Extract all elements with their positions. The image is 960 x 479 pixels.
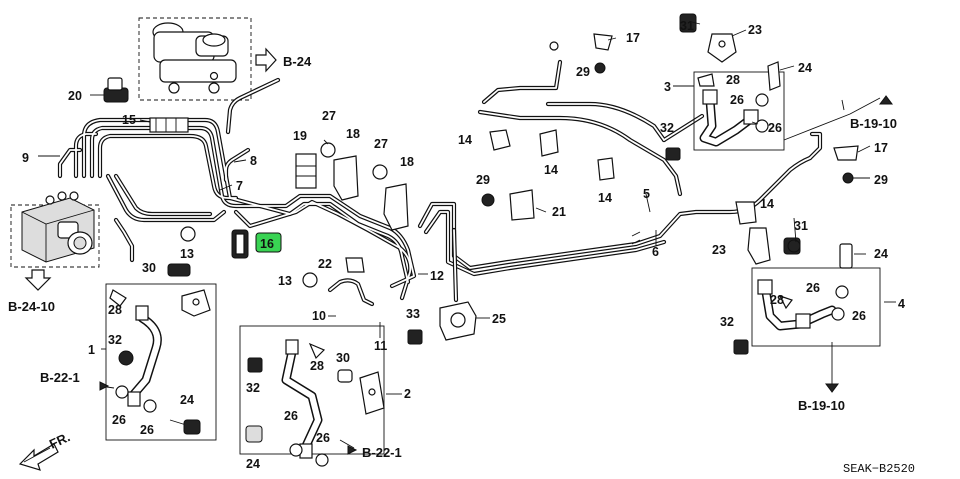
ref-arrows bbox=[99, 95, 893, 455]
ref-b1910-top[interactable]: B-19-10 bbox=[850, 116, 897, 131]
part-label[interactable]: 31 bbox=[680, 19, 694, 33]
front-left-hose-assembly bbox=[105, 283, 217, 441]
part-label[interactable]: 28 bbox=[310, 359, 324, 373]
part-label[interactable]: 32 bbox=[660, 121, 674, 135]
part-label[interactable]: 18 bbox=[346, 127, 360, 141]
part-label[interactable]: 26 bbox=[284, 409, 298, 423]
abs-modulator bbox=[10, 191, 100, 268]
part-label[interactable]: 13 bbox=[180, 247, 194, 261]
part-label[interactable]: 8 bbox=[250, 154, 257, 168]
part-label[interactable]: 28 bbox=[770, 293, 784, 307]
ref-b1910-bottom[interactable]: B-19-10 bbox=[798, 398, 845, 413]
ref-arrow-b2410[interactable] bbox=[24, 269, 52, 291]
part-label[interactable]: 32 bbox=[108, 333, 122, 347]
part-label[interactable]: 15 bbox=[122, 113, 136, 127]
small-parts bbox=[103, 77, 859, 345]
brake-pipes bbox=[57, 59, 823, 301]
part-label[interactable]: 17 bbox=[874, 141, 888, 155]
part-label[interactable]: 4 bbox=[898, 297, 905, 311]
part-label[interactable]: 31 bbox=[794, 219, 808, 233]
part-label[interactable]: 1 bbox=[88, 343, 95, 357]
highlight-box-16 bbox=[255, 232, 282, 253]
part-label[interactable]: 24 bbox=[798, 61, 812, 75]
part-label[interactable]: 29 bbox=[576, 65, 590, 79]
part-label[interactable]: 9 bbox=[22, 151, 29, 165]
part-label[interactable]: 14 bbox=[598, 191, 612, 205]
front-direction-arrow bbox=[18, 443, 59, 471]
part-label[interactable]: 23 bbox=[748, 23, 762, 37]
ref-arrow-b24[interactable] bbox=[255, 47, 277, 73]
part-label[interactable]: 10 bbox=[312, 309, 326, 323]
part-label[interactable]: 7 bbox=[236, 179, 243, 193]
part-label[interactable]: 28 bbox=[726, 73, 740, 87]
part-label[interactable]: 19 bbox=[293, 129, 307, 143]
part-label-highlighted[interactable]: 16 bbox=[260, 237, 274, 251]
part-label[interactable]: 26 bbox=[852, 309, 866, 323]
part-label[interactable]: 6 bbox=[652, 245, 659, 259]
part-label[interactable]: 2 bbox=[404, 387, 411, 401]
part-label[interactable]: 17 bbox=[626, 31, 640, 45]
part-label[interactable]: 30 bbox=[142, 261, 156, 275]
part-label[interactable]: 22 bbox=[318, 257, 332, 271]
part-label[interactable]: 21 bbox=[552, 205, 566, 219]
rear-right-hose-assembly bbox=[549, 13, 785, 161]
part-label[interactable]: 32 bbox=[246, 381, 260, 395]
part-label[interactable]: 29 bbox=[874, 173, 888, 187]
part-label[interactable]: 20 bbox=[68, 89, 82, 103]
part-label[interactable]: 14 bbox=[760, 197, 774, 211]
part-label[interactable]: 12 bbox=[430, 269, 444, 283]
part-label[interactable]: 26 bbox=[730, 93, 744, 107]
part-label[interactable]: 13 bbox=[278, 274, 292, 288]
part-label[interactable]: 28 bbox=[108, 303, 122, 317]
part-labels: 9 20 15 8 7 19 27 18 27 18 13 16 30 22 1… bbox=[22, 19, 905, 471]
master-cylinder bbox=[138, 17, 252, 101]
front-direction-label: FR. bbox=[47, 429, 72, 451]
part-label[interactable]: 24 bbox=[874, 247, 888, 261]
part-label[interactable]: 14 bbox=[458, 133, 472, 147]
part-label[interactable]: 26 bbox=[140, 423, 154, 437]
part-label[interactable]: 33 bbox=[406, 307, 420, 321]
part-label[interactable]: 24 bbox=[180, 393, 194, 407]
part-label[interactable]: 26 bbox=[768, 121, 782, 135]
part-label[interactable]: 25 bbox=[492, 312, 506, 326]
part-label[interactable]: 5 bbox=[643, 187, 650, 201]
diagram-code: SEAK−B2520 bbox=[843, 462, 915, 476]
part-label[interactable]: 27 bbox=[374, 137, 388, 151]
part-label[interactable]: 30 bbox=[336, 351, 350, 365]
part-label[interactable]: 26 bbox=[806, 281, 820, 295]
part-label[interactable]: 23 bbox=[712, 243, 726, 257]
part-label[interactable]: 29 bbox=[476, 173, 490, 187]
ref-b221-left[interactable]: B-22-1 bbox=[40, 370, 80, 385]
part-label[interactable]: 24 bbox=[246, 457, 260, 471]
part-label[interactable]: 11 bbox=[374, 339, 387, 353]
ref-b221-right[interactable]: B-22-1 bbox=[362, 445, 402, 460]
ref-b2410[interactable]: B-24-10 bbox=[8, 299, 55, 314]
part-label[interactable]: 27 bbox=[322, 109, 336, 123]
part-label[interactable]: 32 bbox=[720, 315, 734, 329]
part-label[interactable]: 26 bbox=[112, 413, 126, 427]
part-label[interactable]: 18 bbox=[400, 155, 414, 169]
ref-b24[interactable]: B-24 bbox=[283, 54, 312, 69]
part-label[interactable]: 26 bbox=[316, 431, 330, 445]
front-right-hose-assembly bbox=[239, 278, 385, 467]
part-label[interactable]: 3 bbox=[664, 80, 671, 94]
rear-left-hose-assembly bbox=[733, 201, 881, 355]
part-label[interactable]: 14 bbox=[544, 163, 558, 177]
